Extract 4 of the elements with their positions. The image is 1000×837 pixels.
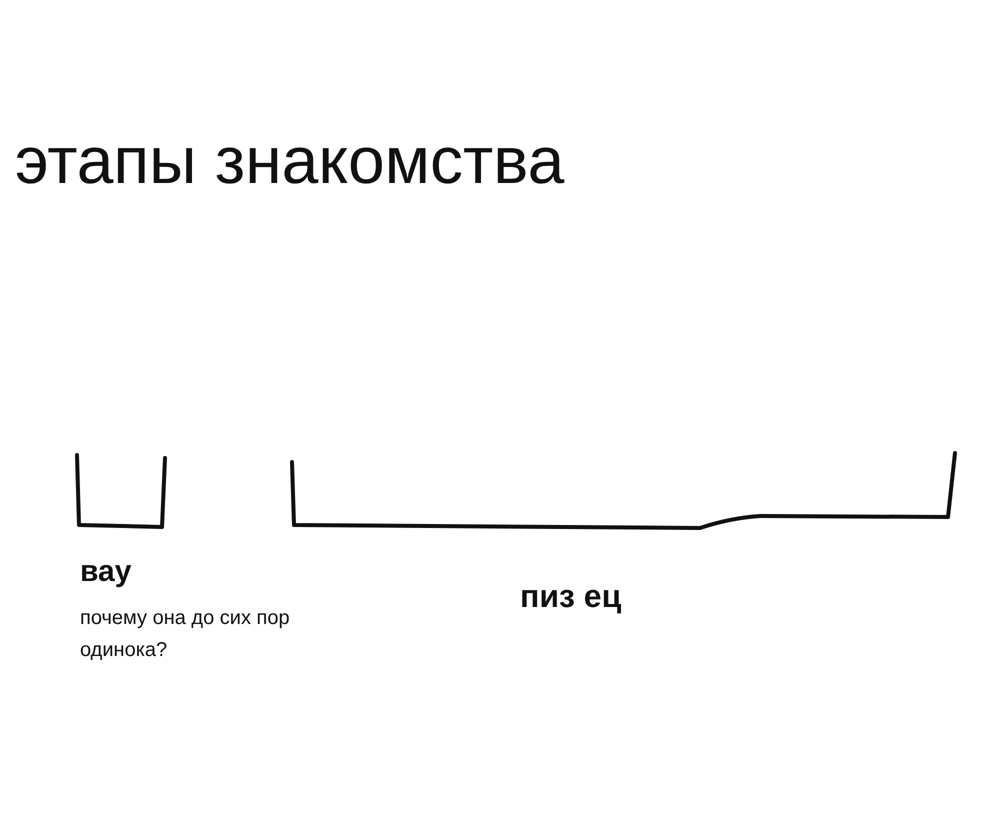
stage-label: вау	[80, 555, 132, 589]
caption-text: почему она до сих пор одинока?	[80, 606, 291, 663]
title: этапы знакомства	[15, 122, 564, 198]
stage-label: пиз ец	[520, 578, 622, 615]
